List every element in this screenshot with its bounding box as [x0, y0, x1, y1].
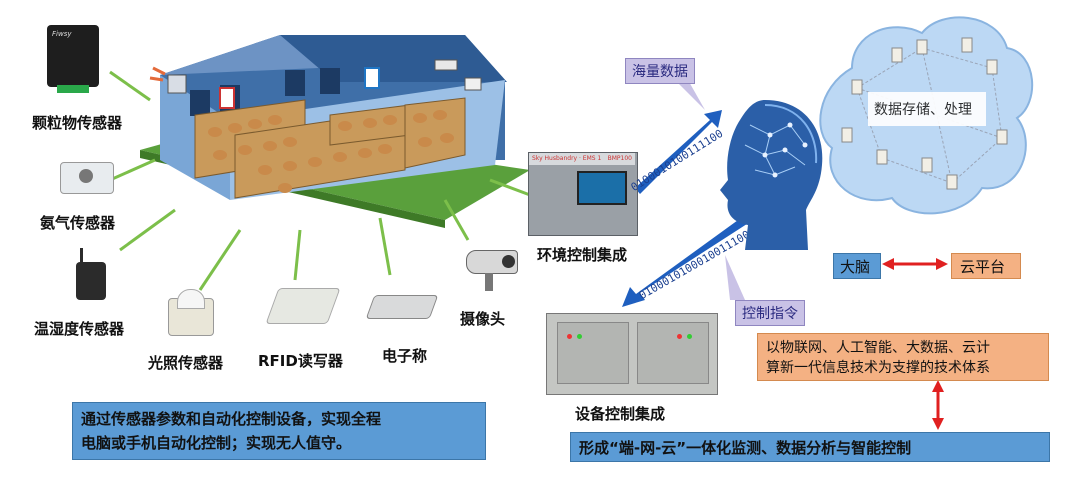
- env-panel-title-left: Sky Husbandry · EMS 1: [532, 155, 602, 162]
- barn-illustration: [140, 35, 530, 228]
- summary-automation-line1: 通过传感器参数和自动化控制设备，实现全程: [81, 410, 382, 428]
- ammonia-sensor-device: [60, 162, 114, 194]
- massive-data-callout: 海量数据: [625, 58, 695, 84]
- camera-device: [466, 250, 518, 291]
- env-control-panel: Sky Husbandry · EMS 1 BMP100: [528, 152, 638, 236]
- camera-label: 摄像头: [460, 310, 506, 328]
- brain-box: 大脑: [833, 253, 881, 279]
- device-control-cabinet: [546, 313, 718, 395]
- summary-integration-text: 形成“端-网-云”一体化监测、数据分析与智能控制: [579, 439, 912, 457]
- rfid-reader-device: [265, 288, 341, 324]
- light-sensor-label: 光照传感器: [148, 354, 224, 372]
- brain-label: 大脑: [840, 258, 871, 276]
- temp-humidity-sensor-label: 温湿度传感器: [34, 320, 125, 338]
- env-control-label: 环境控制集成: [537, 246, 628, 264]
- temp-humidity-sensor-device: [76, 248, 106, 300]
- light-sensor-device: [168, 289, 214, 336]
- summary-automation-line2: 电脑或手机自动化控制；实现无人值守。: [81, 434, 352, 452]
- cloud-platform-box: 云平台: [951, 253, 1021, 279]
- env-panel-screen: [577, 171, 627, 205]
- tech-system-line1: 以物联网、人工智能、大数据、云计: [766, 340, 990, 356]
- electronic-scale-label: 电子称: [382, 347, 428, 365]
- device-brand: Fiwsy: [52, 30, 72, 38]
- tech-system-line2: 算新一代信息技术为支撑的技术体系: [766, 360, 990, 376]
- cloud-platform-label: 云平台: [960, 258, 1006, 276]
- electronic-scale-device: [365, 295, 439, 319]
- cloud-text-box: 数据存储、处理: [868, 92, 986, 126]
- device-control-label: 设备控制集成: [575, 405, 666, 423]
- particulate-sensor-label: 颗粒物传感器: [32, 114, 123, 132]
- summary-automation-box: 通过传感器参数和自动化控制设备，实现全程 电脑或手机自动化控制；实现无人值守。: [72, 402, 486, 460]
- rfid-reader-label: RFID读写器: [258, 352, 343, 370]
- summary-integration-box: 形成“端-网-云”一体化监测、数据分析与智能控制: [570, 432, 1050, 462]
- ai-brain-head-icon: [720, 100, 823, 250]
- env-panel-title-right: BMP100: [607, 155, 632, 162]
- particulate-sensor-device: Fiwsy: [47, 25, 99, 93]
- control-command-callout: 控制指令: [735, 300, 805, 326]
- tech-system-box: 以物联网、人工智能、大数据、云计 算新一代信息技术为支撑的技术体系: [757, 333, 1049, 381]
- ammonia-sensor-label: 氨气传感器: [40, 214, 116, 232]
- cloud-label: 数据存储、处理: [874, 102, 972, 118]
- env-panel-header: Sky Husbandry · EMS 1 BMP100: [529, 153, 635, 165]
